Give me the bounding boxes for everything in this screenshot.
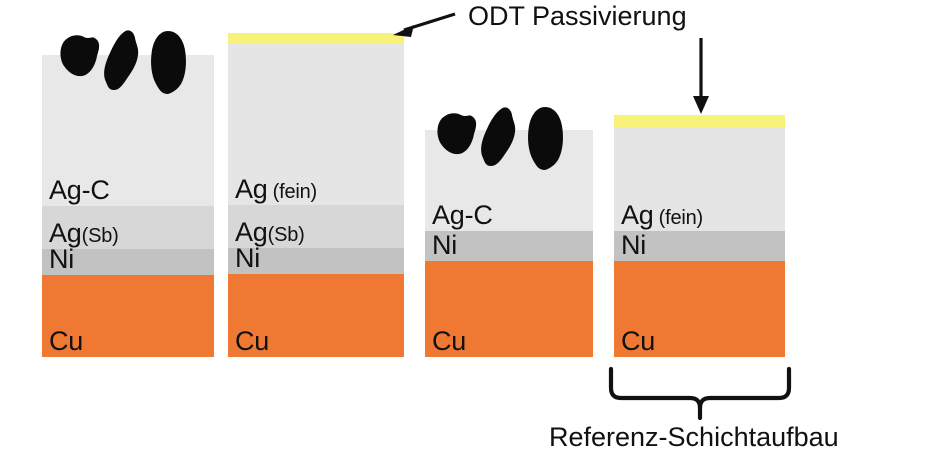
layer-label: Ag-C [49,177,110,204]
layer-label: Ni [432,232,457,259]
odt-passivation-layer [228,33,404,44]
layer-label-main: Ag [49,217,82,248]
layer-label-main: Cu [235,326,270,356]
layer-ni: Ni [42,243,214,275]
layer-label: Cu [432,328,466,355]
layer-label: Cu [235,328,269,355]
layer-label-main: Ni [235,242,261,273]
layer-label-main: Ag-C [49,175,110,205]
layer-ni: Ni [425,231,593,261]
layer-label: Ni [49,243,75,274]
layer-label-sub: (fein) [658,207,704,229]
layer-agfein: Ag(fein) [614,127,785,231]
odt-passivation-layer [614,115,785,127]
layer-label: Cu [49,325,84,356]
layer-label: Ni [621,232,646,259]
layer-label: Ni [235,242,261,273]
layer-label-main: Ag [235,173,268,204]
layer-label: Cu [621,328,655,355]
layer-label-main: Cu [621,326,656,356]
layer-label: Ag(fein) [235,173,318,204]
layer-label: Ag-C [432,202,493,229]
layer-ni: Ni [228,242,404,274]
layer-cu: Cu [425,261,593,357]
layer-label-main: Ni [432,230,458,260]
layer-label: Ag(Sb) [49,217,119,248]
referenz-schichtaufbau-label: Referenz-Schichtaufbau [549,422,839,452]
layer-label-main: Ag [621,200,654,230]
layer-cu: Cu [42,274,214,357]
reference-brace [608,366,792,421]
layer-label-main: Cu [49,325,84,356]
layer-ag-c: Ag-C [425,130,593,231]
layer-label-sub: (Sb) [267,223,305,246]
layer-ag-c: Ag-C [42,55,214,206]
layer-label: Ag(fein) [621,202,703,229]
layer-label-main: Ni [621,230,647,260]
layer-agfein: Ag(fein) [228,43,404,205]
layer-label-main: Ag-C [432,200,493,230]
layer-agsb: Ag(Sb) [228,204,404,248]
layer-label-main: Cu [432,326,467,356]
layer-label-sub: (fein) [272,180,318,203]
layer-cu: Cu [228,273,404,357]
layer-cu: Cu [614,261,785,357]
layer-label-main: Ni [49,243,75,274]
layer-label-sub: (Sb) [81,224,119,247]
odt-leader-arrow-down [693,38,709,114]
layer-label-main: Ag [235,216,268,247]
layer-agsb: Ag(Sb) [42,206,214,249]
layer-ni: Ni [614,231,785,261]
layer-label: Ag(Sb) [235,216,305,247]
odt-passivierung-label: ODT Passivierung [468,1,687,31]
